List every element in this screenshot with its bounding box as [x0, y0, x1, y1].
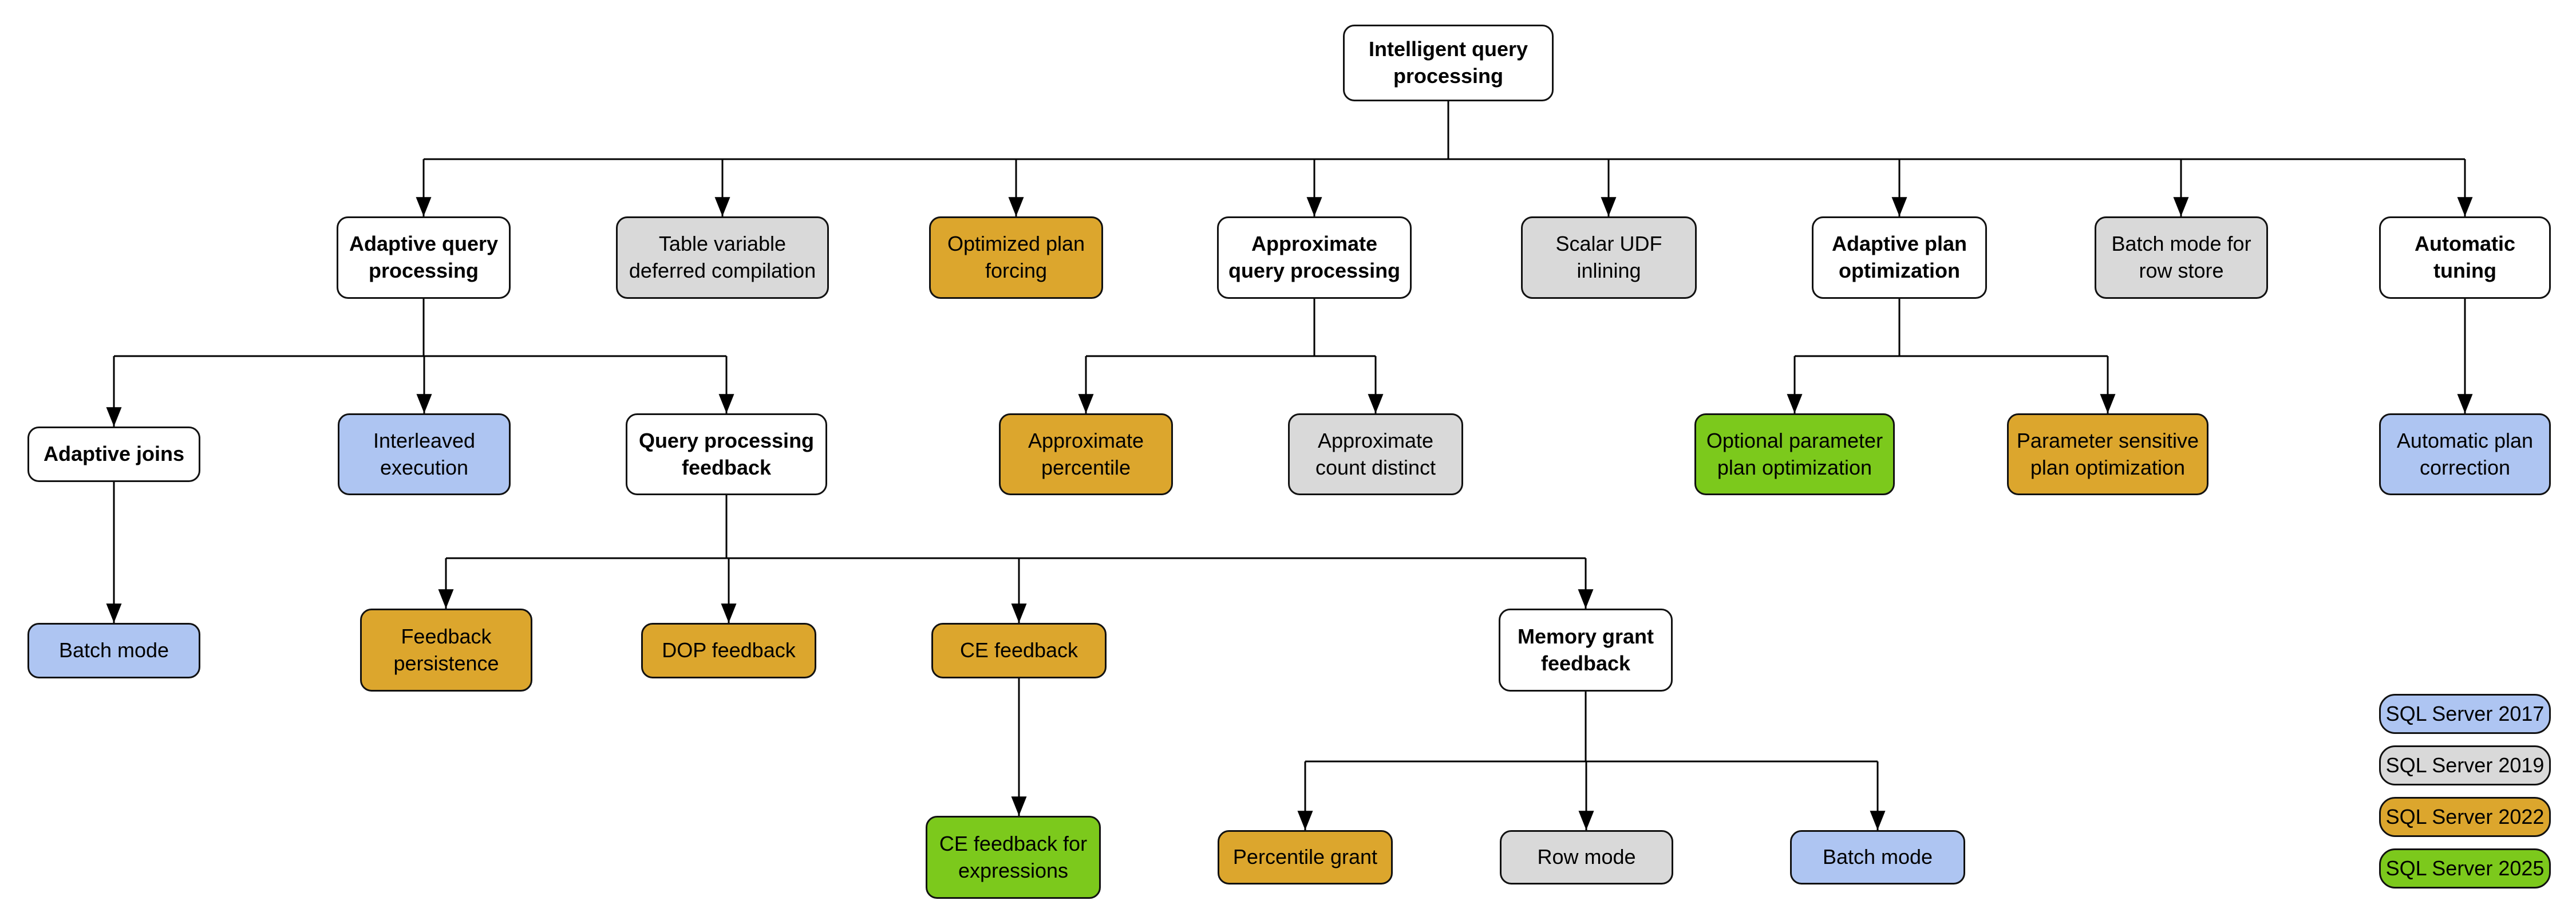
- node-dop-feedback: DOP feedback: [641, 623, 816, 678]
- node-optional-parameter-plan-optimization: Optional parameter plan optimization: [1694, 413, 1895, 495]
- connector-root-to-level2: [416, 101, 2473, 216]
- node-batch-mode-for-row-store: Batch mode for row store: [2095, 216, 2268, 299]
- node-approximate-count-distinct: Approximate count distinct: [1288, 413, 1463, 495]
- node-scalar-udf-inlining: Scalar UDF inlining: [1521, 216, 1697, 299]
- node-interleaved-execution: Interleaved execution: [338, 413, 511, 495]
- node-batch-mode-adaptive-joins: Batch mode: [27, 623, 200, 678]
- node-parameter-sensitive-plan-optimization: Parameter sensitive plan optimization: [2007, 413, 2208, 495]
- node-approximate-query-processing: Approximate query processing: [1217, 216, 1412, 299]
- node-intelligent-query-processing: Intelligent query processing: [1343, 25, 1554, 101]
- node-automatic-tuning: Automatic tuning: [2379, 216, 2551, 299]
- connector-approximate-query-processing: [1078, 299, 1384, 413]
- node-memory-grant-feedback: Memory grant feedback: [1499, 609, 1673, 692]
- node-percentile-grant: Percentile grant: [1218, 830, 1393, 885]
- node-adaptive-plan-optimization: Adaptive plan optimization: [1812, 216, 1987, 299]
- connector-query-processing-feedback: [438, 495, 1594, 623]
- node-ce-feedback-for-expressions: CE feedback for expressions: [926, 816, 1101, 899]
- node-adaptive-joins: Adaptive joins: [27, 427, 200, 482]
- node-query-processing-feedback: Query processing feedback: [626, 413, 827, 495]
- connector-adaptive-query-processing: [106, 299, 734, 427]
- legend-item-sql-server-2019: SQL Server 2019: [2379, 745, 2551, 785]
- legend-item-sql-server-2017: SQL Server 2017: [2379, 694, 2551, 734]
- node-table-variable-deferred-compilation: Table variable deferred compilation: [616, 216, 829, 299]
- node-ce-feedback: CE feedback: [931, 623, 1107, 678]
- node-row-mode: Row mode: [1500, 830, 1673, 885]
- legend-item-sql-server-2022: SQL Server 2022: [2379, 797, 2551, 837]
- legend-item-sql-server-2025: SQL Server 2025: [2379, 848, 2551, 889]
- node-automatic-plan-correction: Automatic plan correction: [2379, 413, 2551, 495]
- connector-memory-grant-feedback: [1297, 692, 1886, 830]
- node-optimized-plan-forcing: Optimized plan forcing: [929, 216, 1103, 299]
- node-feedback-persistence: Feedback persistence: [360, 609, 532, 692]
- node-approximate-percentile: Approximate percentile: [999, 413, 1173, 495]
- node-adaptive-query-processing: Adaptive query processing: [337, 216, 511, 299]
- node-batch-mode-memory-grant: Batch mode: [1790, 830, 1965, 885]
- connector-adaptive-plan-optimization: [1787, 299, 2116, 413]
